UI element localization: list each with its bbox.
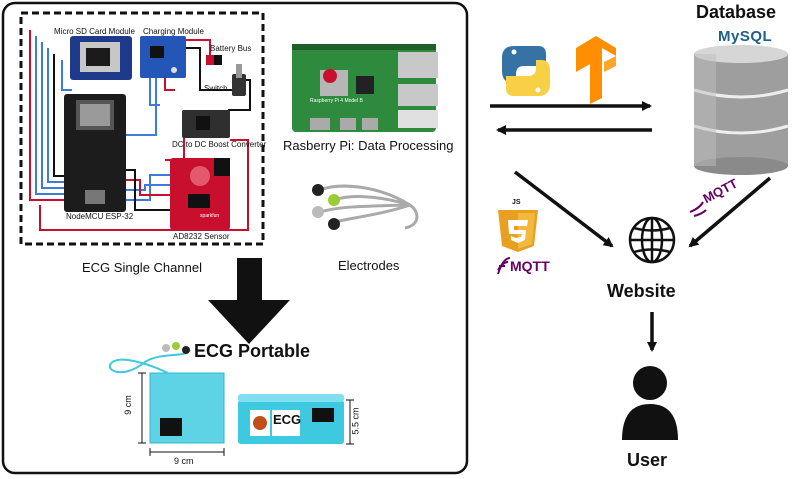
dim-height: 9 cm xyxy=(122,395,133,415)
mqtt-right-mark-icon xyxy=(689,201,707,217)
portable-box-side xyxy=(238,394,344,444)
battery-connector xyxy=(206,55,222,65)
mqtt-left-mark-icon xyxy=(497,257,511,275)
label-ad8232: AD8232 Sensor xyxy=(173,232,230,241)
portable-box-front xyxy=(149,372,225,444)
portable-electrode-snaps xyxy=(162,342,190,354)
ad8232-board xyxy=(170,158,230,230)
label-electrodes: Electrodes xyxy=(338,258,400,273)
arrow-db-to-website xyxy=(688,176,772,248)
sensor-board-mark: sparkfun xyxy=(200,213,220,219)
big-down-arrow xyxy=(208,258,290,344)
dimension-lines xyxy=(138,372,354,456)
label-dcdc: DC to DC Boost Converter xyxy=(172,140,267,149)
arrow-rpi-to-website xyxy=(513,170,614,248)
device-label: ECG xyxy=(273,412,302,427)
label-rpi: Rasberry Pi: Data Processing xyxy=(283,138,454,153)
charging-module xyxy=(140,36,186,78)
label-database: Database xyxy=(696,2,777,22)
rpi-board-text: Raspberry Pi 4 Model B xyxy=(310,98,363,104)
tensorflow-logo xyxy=(576,36,616,104)
dcdc-converter xyxy=(182,110,230,138)
user-icon xyxy=(622,366,678,440)
js-badge-label: JS xyxy=(512,199,521,206)
raspberry-pi-board xyxy=(292,44,438,132)
label-user: User xyxy=(627,450,668,470)
mqtt-left-label: MQTT xyxy=(510,258,550,274)
js-badge xyxy=(498,210,538,252)
label-charging: Charging Module xyxy=(143,27,204,36)
portable-cable xyxy=(108,349,191,374)
database-cylinder xyxy=(693,45,789,175)
label-battery-bus: Battery Bus xyxy=(210,44,252,53)
label-switch: Switch xyxy=(204,84,228,93)
circuit-dashed-box xyxy=(19,11,265,246)
toggle-switch xyxy=(232,64,246,96)
esp32-board xyxy=(64,94,126,212)
electrode-snaps xyxy=(312,184,340,230)
mysql-logo: MySQL xyxy=(718,28,773,45)
label-ecg-portable: ECG Portable xyxy=(194,341,311,361)
python-logo xyxy=(502,46,550,96)
label-website: Website xyxy=(607,281,676,301)
dim-width: 9 cm xyxy=(174,456,194,466)
dim-depth: 5.5 cm xyxy=(350,407,361,435)
label-micro-sd: Micro SD Card Module xyxy=(54,27,135,36)
micro-sd-module xyxy=(70,36,132,80)
label-ecg-single-channel: ECG Single Channel xyxy=(82,260,202,275)
label-esp32: NodeMCU ESP-32 xyxy=(66,212,134,221)
globe-icon xyxy=(628,216,676,264)
